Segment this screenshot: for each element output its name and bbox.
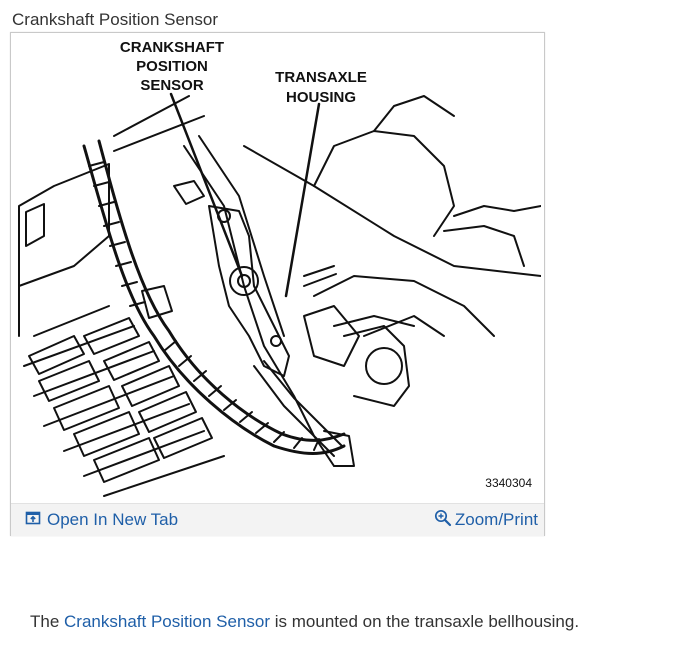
figure-toolbar: Open In New Tab Zoom/Print <box>11 503 544 536</box>
line-drawing: CRANKSHAFT POSITION SENSOR TRANSAXLE HOU… <box>18 39 541 497</box>
caption-text-before: The <box>30 612 65 631</box>
label-housing-line2: HOUSING <box>286 89 356 106</box>
label-sensor-line1: CRANKSHAFT <box>120 39 224 56</box>
figure-container: CRANKSHAFT POSITION SENSOR TRANSAXLE HOU… <box>10 32 545 536</box>
label-sensor-line3: SENSOR <box>140 77 204 94</box>
zoom-print-label: Zoom/Print <box>454 510 538 529</box>
open-in-new-tab-label: Open In New Tab <box>47 510 179 529</box>
figure-number: 3340304 <box>485 476 532 490</box>
caption-text-after: is mounted on the transaxle bellhousing. <box>270 612 580 631</box>
label-housing-line1: TRANSAXLE <box>275 69 367 86</box>
caption-paragraph: The Crankshaft Position Sensor is mounte… <box>30 612 579 632</box>
open-in-new-tab-icon <box>25 510 41 531</box>
magnifier-icon <box>434 509 452 532</box>
label-sensor-line2: POSITION <box>136 58 208 75</box>
crankshaft-sensor-link[interactable]: Crankshaft Position Sensor <box>64 612 271 631</box>
diagram-image[interactable]: CRANKSHAFT POSITION SENSOR TRANSAXLE HOU… <box>14 36 541 500</box>
figure-title: Crankshaft Position Sensor <box>12 10 218 29</box>
open-in-new-tab-link[interactable]: Open In New Tab <box>25 510 178 530</box>
zoom-print-link[interactable]: Zoom/Print <box>434 509 538 532</box>
